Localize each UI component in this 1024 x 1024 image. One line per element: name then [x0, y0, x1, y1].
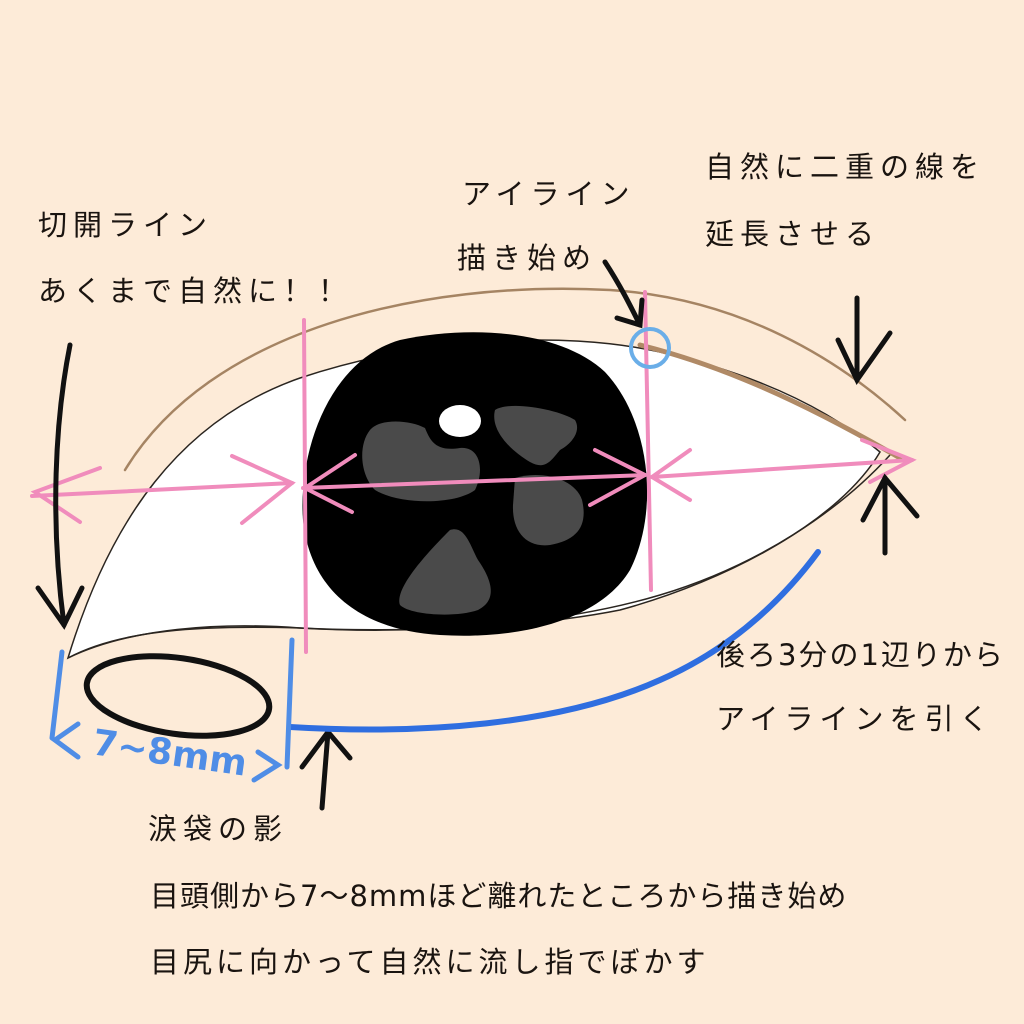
lower-liner-line1: 後ろ3分の1辺りから — [716, 638, 1005, 672]
pupil-glint — [439, 405, 481, 437]
instruction-line2: 目尻に向かって自然に流し指でぼかす — [150, 945, 710, 979]
arrow-inner-corner — [53, 342, 73, 628]
upper-eyeliner — [637, 342, 903, 461]
crease-extend-line1: 自然に二重の線を — [705, 150, 986, 184]
guide-arrow-outer — [650, 458, 914, 479]
guide-arrow-inner — [30, 481, 294, 498]
inner-corner-note: あくまで自然に！！ — [38, 274, 354, 308]
measure-bracket — [49, 637, 295, 783]
lower-liner-line2: アイラインを引く — [716, 702, 995, 736]
guide-vertical-right — [643, 290, 653, 592]
eyeliner-start-marker — [629, 327, 671, 369]
tear-bag-shadow-label: 涙袋の影 — [148, 812, 289, 846]
guide-arrow-iris — [301, 473, 647, 490]
eyeliner-start-title: アイライン — [462, 177, 636, 211]
pink-guides — [30, 290, 917, 654]
arrow-tear-bag — [319, 729, 331, 811]
eyeliner-start-note: 描き始め — [457, 241, 598, 275]
double-eyelid-crease — [123, 287, 907, 472]
instruction-line1: 目頭側から7～8mmほど離れたところから描き始め — [150, 879, 848, 913]
black-arrows — [35, 259, 920, 811]
inner-corner-title: 切開ライン — [38, 208, 214, 242]
crease-extend-line2: 延長させる — [705, 217, 881, 251]
tear-bag-shadow — [83, 653, 273, 739]
lower-eyeliner — [287, 549, 821, 733]
arrow-eyeliner-start — [602, 259, 643, 328]
